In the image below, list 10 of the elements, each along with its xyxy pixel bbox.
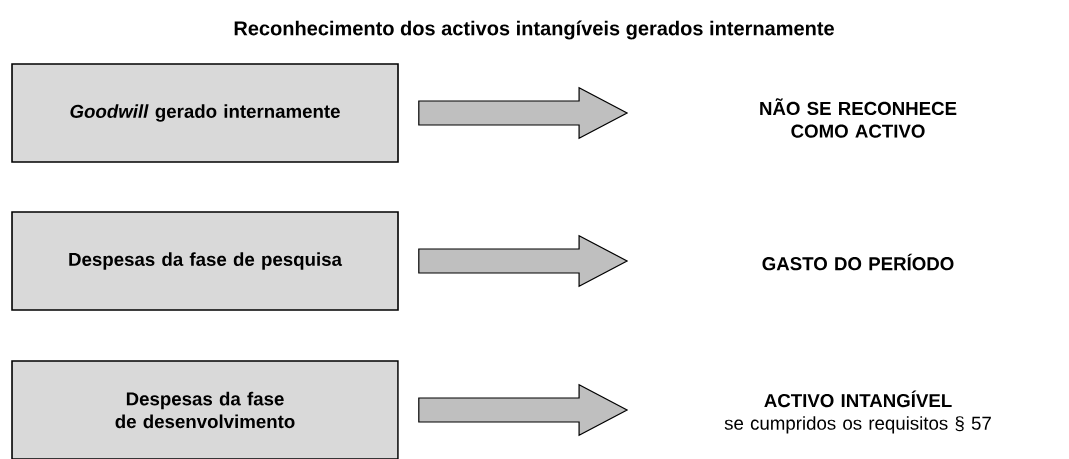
- block-arrow: [418, 234, 629, 288]
- result-text: GASTO DO PERÍODO: [762, 253, 954, 271]
- process-box: Goodwill gerado internamente: [11, 63, 399, 163]
- block-arrow: [418, 86, 629, 140]
- process-box: Despesas da fase de desenvolvimento: [11, 360, 399, 459]
- result-text: ACTIVO INTANGÍVEL se cumpridos os requisitos § 57: [724, 390, 991, 434]
- result-text: NÃO SE RECONHECE COMO ACTIVO: [760, 98, 957, 138]
- block-arrow: [418, 383, 629, 437]
- title: Reconhecimento dos activos intangíveis gerados internamente: [234, 20, 834, 40]
- process-box: Despesas da fase de pesquisa: [11, 211, 399, 311]
